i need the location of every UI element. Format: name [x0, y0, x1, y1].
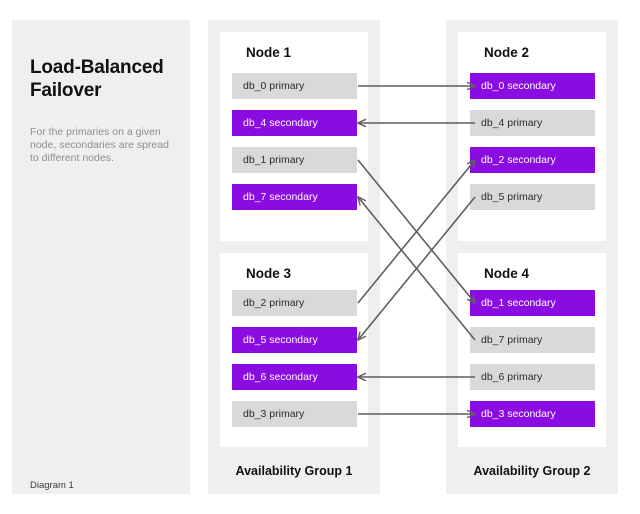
db-row-node4-1[interactable]: db_7 primary — [470, 327, 595, 353]
db-row-node1-1[interactable]: db_4 secondary — [232, 110, 357, 136]
db-row-node2-3[interactable]: db_5 primary — [470, 184, 595, 210]
db-row-node3-0[interactable]: db_2 primary — [232, 290, 357, 316]
node-title-3: Node 3 — [246, 266, 292, 281]
node-title-2: Node 2 — [484, 45, 530, 60]
node-card-2: Node 2 db_0 secondary db_4 primary db_2 … — [458, 32, 606, 241]
db-row-node3-2[interactable]: db_6 secondary — [232, 364, 357, 390]
node-card-1: Node 1 db_0 primary db_4 secondary db_1 … — [220, 32, 368, 241]
node-title-4: Node 4 — [484, 266, 530, 281]
db-row-node1-2[interactable]: db_1 primary — [232, 147, 357, 173]
db-row-node2-2[interactable]: db_2 secondary — [470, 147, 595, 173]
node-title-1: Node 1 — [246, 45, 292, 60]
node-card-4: Node 4 db_1 secondary db_7 primary db_6 … — [458, 253, 606, 447]
diagram-caption: Diagram 1 — [30, 480, 74, 491]
db-row-node4-2[interactable]: db_6 primary — [470, 364, 595, 390]
node-card-3: Node 3 db_2 primary db_5 secondary db_6 … — [220, 253, 368, 447]
availability-group-1-label: Availability Group 1 — [235, 464, 353, 478]
db-row-node1-3[interactable]: db_7 secondary — [232, 184, 357, 210]
availability-group-2-label: Availability Group 2 — [473, 464, 591, 478]
page-title: Load-Balanced Failover — [30, 57, 164, 101]
db-row-node3-1[interactable]: db_5 secondary — [232, 327, 357, 353]
db-row-node4-0[interactable]: db_1 secondary — [470, 290, 595, 316]
db-row-node3-3[interactable]: db_3 primary — [232, 401, 357, 427]
db-row-node2-0[interactable]: db_0 secondary — [470, 73, 595, 99]
db-row-node2-1[interactable]: db_4 primary — [470, 110, 595, 136]
intro-panel: Load-Balanced Failover For the primaries… — [12, 20, 190, 494]
db-row-node4-3[interactable]: db_3 secondary — [470, 401, 595, 427]
intro-subtitle: For the primaries on a given node, secon… — [30, 126, 169, 164]
db-row-node1-0[interactable]: db_0 primary — [232, 73, 357, 99]
